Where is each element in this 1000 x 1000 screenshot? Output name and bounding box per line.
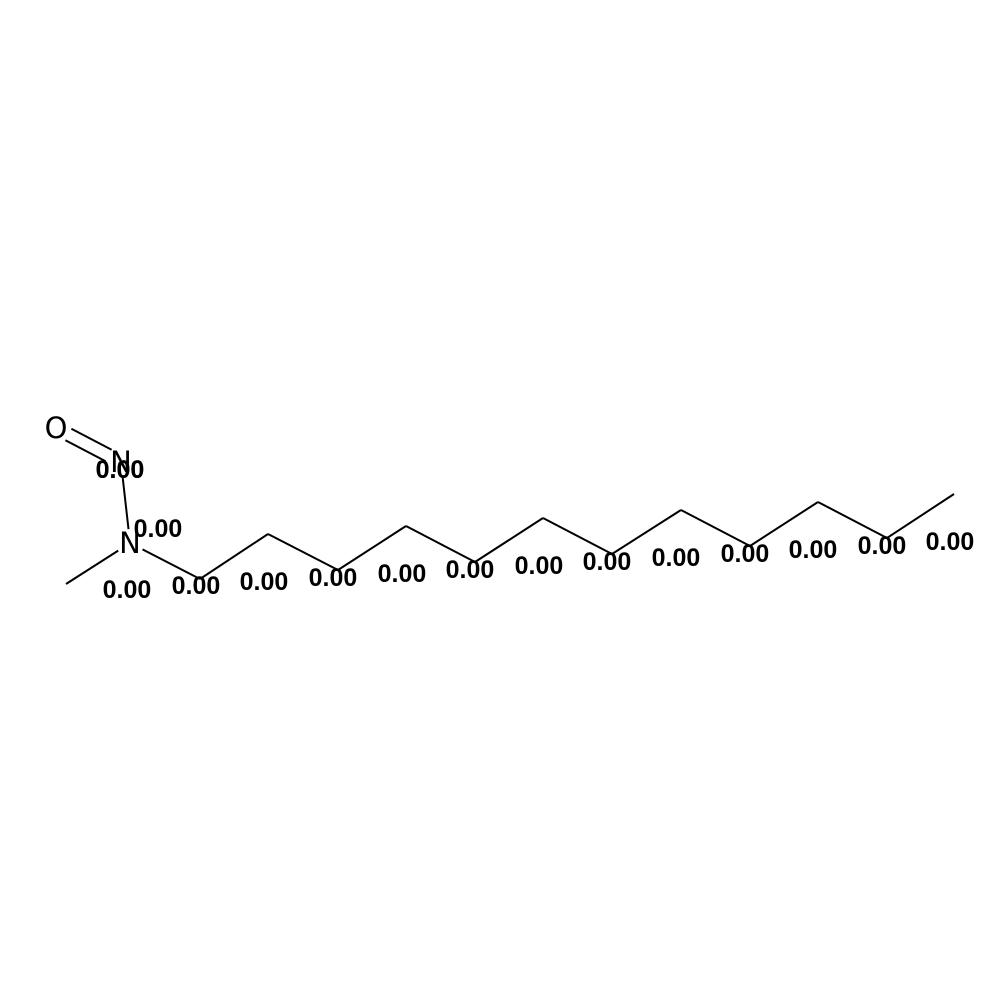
double-bond-line-inner bbox=[70, 427, 113, 451]
single-bond bbox=[749, 501, 819, 547]
single-bond bbox=[542, 517, 613, 555]
single-bond bbox=[267, 533, 339, 571]
atom-value-label: 0.00 bbox=[583, 548, 632, 576]
atom-value-label: 0.00 bbox=[96, 456, 145, 484]
atom-value-label: 0.00 bbox=[134, 515, 183, 543]
atom-value-label: 0.00 bbox=[515, 552, 564, 580]
atom-value-label: 0.00 bbox=[378, 560, 427, 588]
atom-label-n: N bbox=[119, 526, 141, 560]
atoms-layer: O N N bbox=[45, 411, 141, 560]
single-bond bbox=[817, 501, 888, 539]
single-bond bbox=[199, 533, 269, 580]
double-bond-line-outer bbox=[64, 439, 107, 463]
atom-value-label: 0.00 bbox=[103, 576, 152, 604]
atom-value-label: 0.00 bbox=[240, 568, 289, 596]
atom-label-o: O bbox=[45, 411, 68, 445]
single-bond bbox=[65, 549, 119, 585]
bonds-layer bbox=[64, 427, 955, 585]
single-bond bbox=[121, 475, 130, 530]
atom-value-label: 0.00 bbox=[309, 564, 358, 592]
atom-value-label: 0.00 bbox=[858, 532, 907, 560]
atom-value-label: 0.00 bbox=[652, 544, 701, 572]
single-bond bbox=[142, 548, 201, 580]
single-bond bbox=[611, 509, 682, 555]
single-bond bbox=[337, 525, 407, 571]
atom-label-n: N bbox=[110, 445, 132, 479]
atom-value-label: 0.00 bbox=[789, 536, 838, 564]
atom-value-label: 0.00 bbox=[96, 456, 145, 484]
atom-values-layer: 0.00 0.00 0.00 0.00 0.00 0.00 0.00 0.00 0.00 0.00… bbox=[96, 456, 975, 604]
atom-value-label: 0.00 bbox=[172, 572, 221, 600]
single-bond bbox=[405, 525, 476, 563]
double-bond bbox=[64, 427, 113, 463]
single-bond bbox=[474, 517, 544, 563]
atom-value-label: 0.00 bbox=[926, 528, 975, 556]
atom-value-label: 0.00 bbox=[446, 556, 495, 584]
atom-value-label: 0.00 bbox=[721, 540, 770, 568]
single-bond bbox=[680, 509, 751, 547]
single-bond bbox=[886, 493, 955, 539]
